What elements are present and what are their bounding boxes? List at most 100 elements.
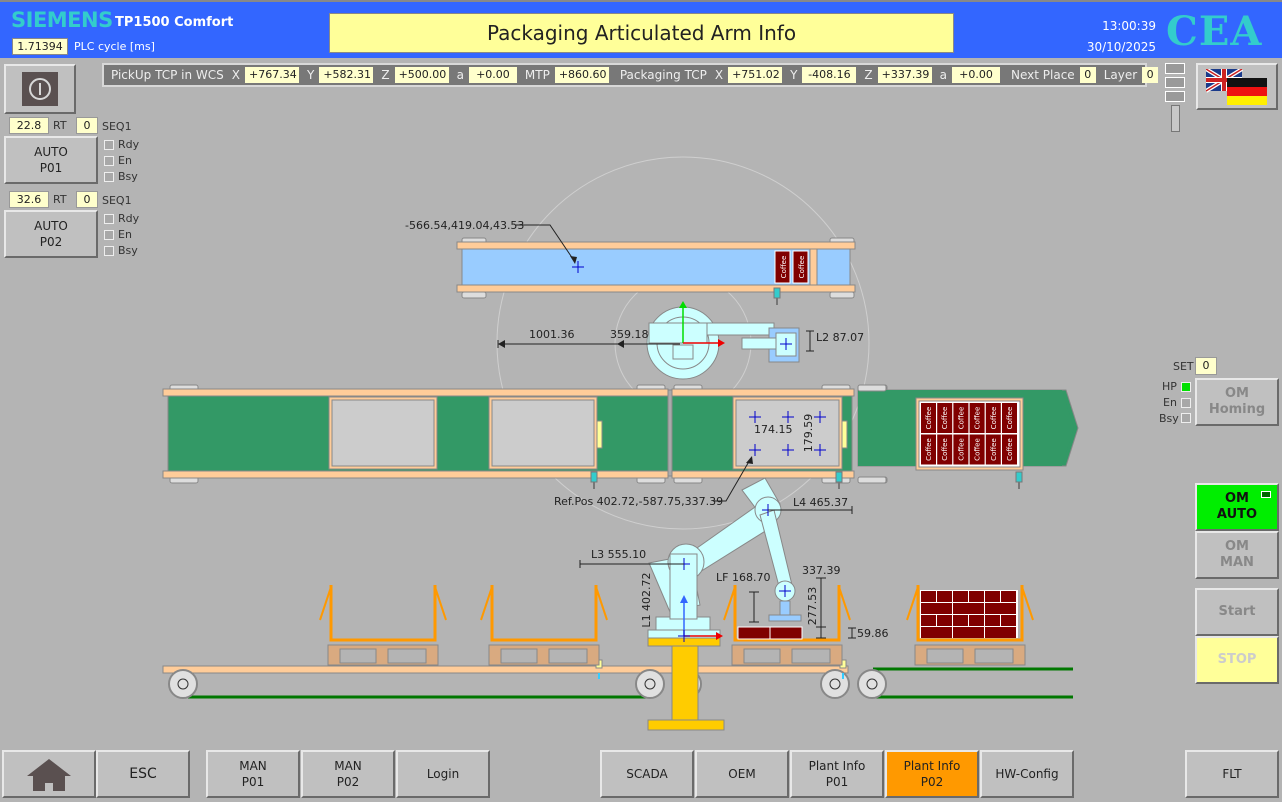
om-auto-line1: OM [1225, 491, 1249, 506]
rt-value-p02: 32.6 [9, 191, 49, 208]
om-homing-button[interactable]: OM Homing [1195, 378, 1279, 426]
seq-label-p02: SEQ1 [102, 194, 132, 207]
power-button[interactable] [4, 64, 76, 114]
hw-config-button[interactable]: HW-Config [980, 750, 1074, 798]
sensor [835, 471, 843, 483]
product-box [1001, 591, 1016, 602]
rt-label-p02: RT [53, 193, 67, 206]
date-display: 30/10/2025 [1086, 40, 1156, 54]
om-homing-line1: OM [1225, 386, 1249, 401]
roller-hub [829, 678, 841, 690]
en-indicator-p02 [104, 230, 114, 240]
man-p02-line1: MAN [334, 759, 362, 773]
scada-button[interactable]: SCADA [600, 750, 694, 798]
auto-p02-line2: P02 [39, 235, 63, 249]
pickup-a-value: +0.00 [468, 67, 517, 83]
seq-label-p01: SEQ1 [102, 120, 132, 133]
pickup-z-value: +500.00 [394, 67, 449, 83]
man-p01-button[interactable]: MAN P01 [206, 750, 300, 798]
auto-p01-line2: P01 [39, 161, 63, 175]
stop-button[interactable]: STOP [1195, 636, 1279, 684]
power-icon [22, 72, 58, 106]
l3-label: L3 555.10 [591, 548, 646, 561]
set-label: SET [1173, 360, 1194, 373]
next-place-value: 0 [1079, 67, 1096, 83]
mtp-value: +860.60 [554, 67, 609, 83]
login-button[interactable]: Login [396, 750, 490, 798]
product-label: Coffee [974, 407, 982, 430]
ref-pos-label: Ref.Pos 402.72,-587.75,337.39 [554, 495, 723, 508]
pallet-frame [916, 585, 1024, 642]
esc-label: ESC [129, 766, 157, 782]
product-label: Coffee [941, 438, 949, 461]
product-label: Coffee [974, 438, 982, 461]
pickup-y-label: Y [306, 68, 315, 82]
z-mid-label: 277.53 [806, 587, 819, 626]
flt-button[interactable]: FLT [1185, 750, 1279, 798]
plant-info-p02-button[interactable]: Plant Info P02 [885, 750, 979, 798]
bsy-indicator-p01 [104, 172, 114, 182]
sensor [590, 471, 598, 483]
bsy-indicator-homing [1181, 413, 1191, 423]
language-button[interactable] [1196, 63, 1278, 110]
sensor [773, 287, 781, 299]
product-box [953, 403, 969, 433]
om-man-button[interactable]: OM MAN [1195, 531, 1279, 579]
packaging-a-value: +0.00 [952, 67, 1000, 83]
product-box [953, 627, 984, 638]
layer-label: Layer [1103, 68, 1138, 82]
plc-cycle-value: 1.71394 [12, 38, 68, 55]
product-box [969, 434, 985, 465]
pick-point-label: -566.54,419.04,43.53 [405, 219, 524, 232]
auto-p02-line1: AUTO [34, 219, 68, 233]
om-man-line1: OM [1225, 539, 1249, 554]
plant-info-p01-button[interactable]: Plant Info P01 [790, 750, 884, 798]
start-button[interactable]: Start [1195, 588, 1279, 636]
roller [635, 669, 665, 699]
packaging-y-value: -408.16 [802, 67, 857, 83]
product-box [985, 627, 1016, 638]
esc-button[interactable]: ESC [96, 750, 190, 798]
scroll-slider[interactable] [1171, 105, 1180, 132]
home-button[interactable] [2, 750, 96, 798]
mini-indicator-3 [1165, 91, 1185, 102]
infeed-conveyor: Coffee Coffee [456, 237, 856, 305]
om-auto-line2: AUTO [1216, 507, 1258, 522]
auto-p01-button[interactable]: AUTO P01 [4, 136, 98, 184]
en-label-p02: En [118, 228, 132, 241]
l4-label: L4 465.37 [793, 496, 848, 509]
pickup-a-label: a [456, 68, 464, 82]
om-homing-line2: Homing [1208, 402, 1266, 417]
hp-indicator [1181, 382, 1191, 392]
man-p02-button[interactable]: MAN P02 [301, 750, 395, 798]
om-auto-button[interactable]: OM AUTO [1195, 483, 1279, 531]
auto-p02-button[interactable]: AUTO P02 [4, 210, 98, 258]
en-indicator-homing [1181, 398, 1191, 408]
robot-side-view [647, 477, 803, 731]
start-label: Start [1218, 604, 1256, 619]
om-man-line2: MAN [1220, 555, 1254, 570]
rdy-indicator-p01 [104, 140, 114, 150]
product-box [969, 615, 984, 626]
product-box [921, 603, 952, 614]
packaging-x-label: X [714, 68, 724, 82]
header-bar: SIEMENS TP1500 Comfort 1.71394 PLC cycle… [0, 0, 1282, 58]
product-box [937, 615, 952, 626]
time-display: 13:00:39 [1102, 19, 1156, 33]
product-box [969, 591, 984, 602]
oem-button[interactable]: OEM [695, 750, 789, 798]
rdy-label-p02: Rdy [118, 212, 140, 225]
box-height-label: 179.59 [802, 414, 815, 453]
bsy-indicator-p02 [104, 246, 114, 256]
mini-indicator-2 [1165, 77, 1185, 88]
pallet-frame [329, 585, 437, 642]
roller-hub [644, 678, 656, 690]
plant-p02-line2: P02 [920, 775, 944, 789]
product-box [953, 591, 968, 602]
product-box [985, 591, 1000, 602]
page-title: Packaging Articulated Arm Info [329, 13, 954, 53]
roller [857, 669, 887, 699]
en-label-homing: En [1163, 396, 1177, 409]
